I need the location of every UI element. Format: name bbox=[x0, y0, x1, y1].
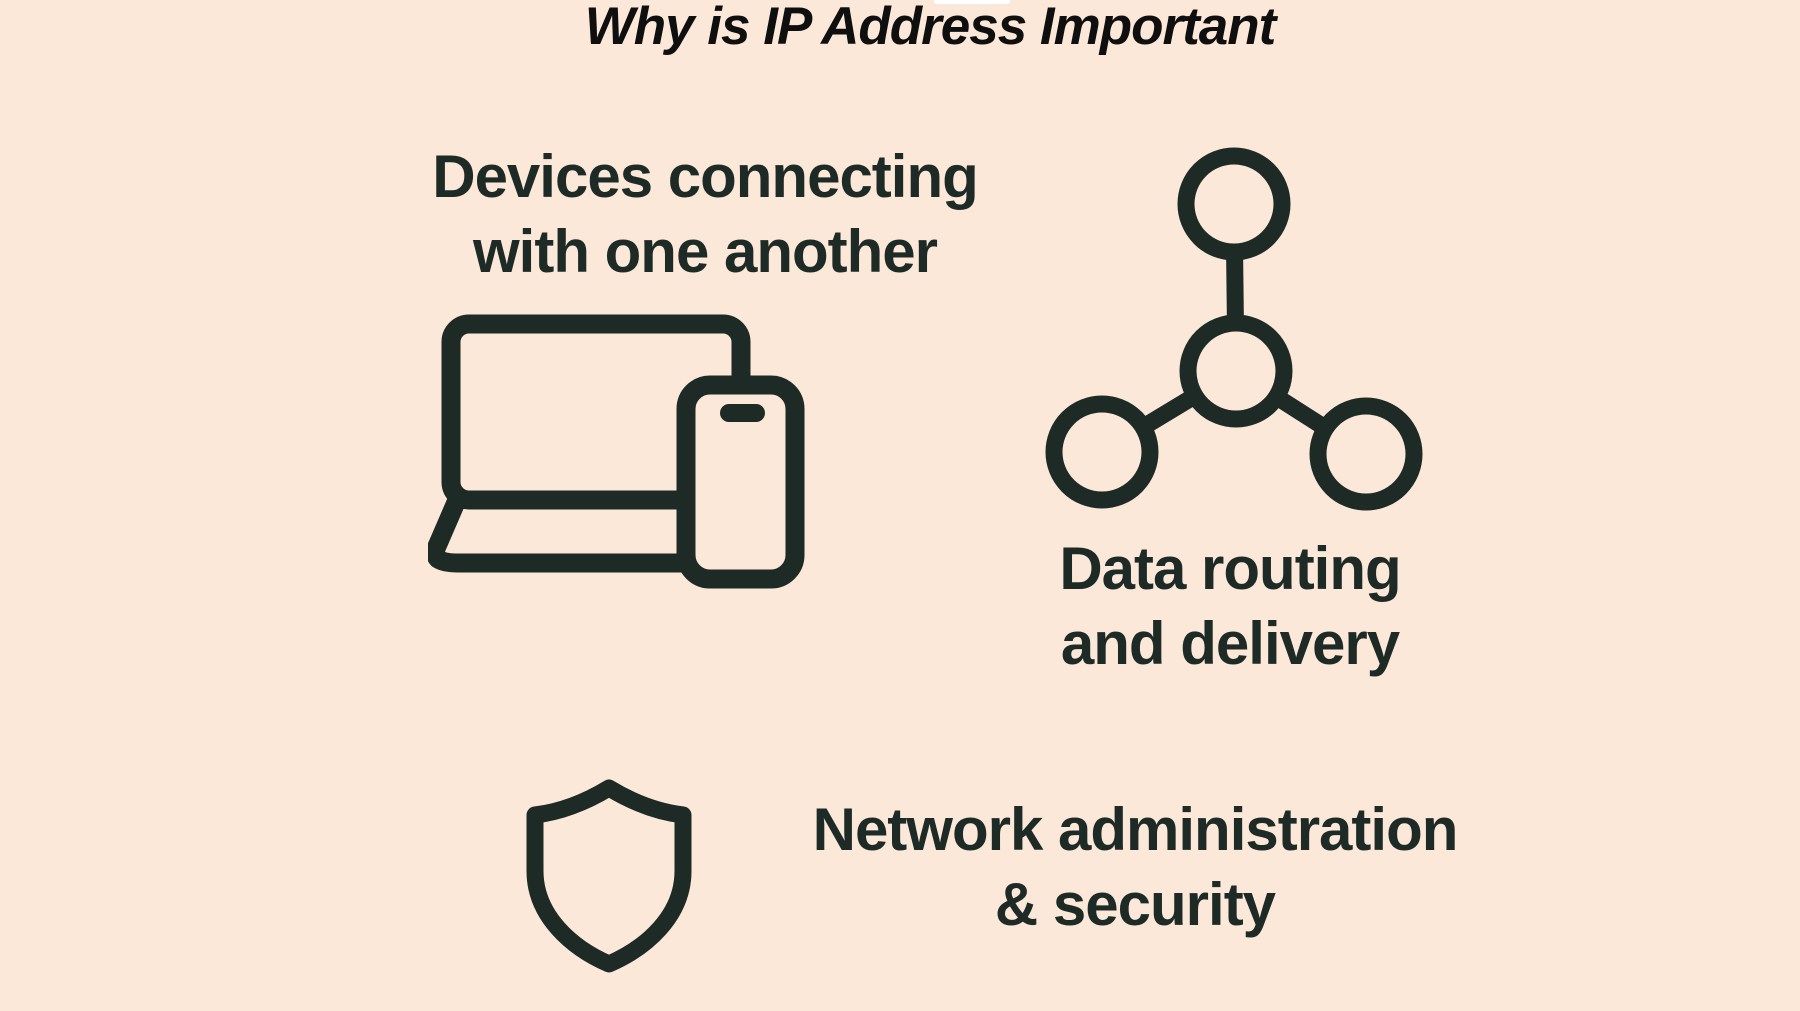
caption-network-security: Network administration & security bbox=[812, 792, 1459, 942]
caption-security-line2: & security bbox=[994, 871, 1276, 938]
laptop-phone-icon bbox=[426, 303, 813, 600]
caption-devices-line2: with one another bbox=[473, 218, 938, 285]
cropped-white-artifact bbox=[934, 0, 1010, 4]
page-title: Why is IP Address Important bbox=[584, 0, 1277, 56]
caption-security-line1: Network administration bbox=[812, 796, 1459, 863]
shield-icon bbox=[522, 779, 696, 978]
network-nodes-icon bbox=[1045, 146, 1425, 517]
caption-routing-line2: and delivery bbox=[1060, 610, 1400, 677]
caption-devices-connecting: Devices connecting with one another bbox=[432, 139, 979, 289]
caption-routing-line1: Data routing bbox=[1059, 535, 1401, 602]
caption-devices-line1: Devices connecting bbox=[432, 143, 979, 210]
caption-data-routing: Data routing and delivery bbox=[1059, 531, 1401, 681]
